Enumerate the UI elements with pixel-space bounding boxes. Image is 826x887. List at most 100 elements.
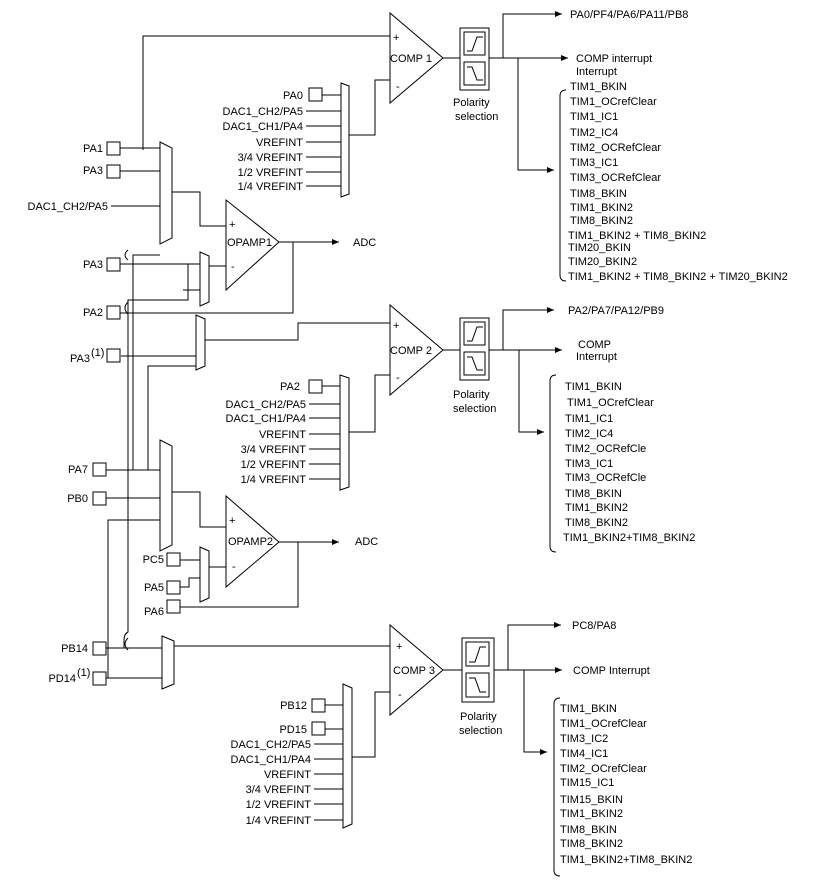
opamp2-pin-label-pb0: PB0 xyxy=(67,493,88,505)
comp3-timer-brace xyxy=(553,697,561,877)
comp3-tim-3: TIM4_IC1 xyxy=(560,748,608,760)
comp3-pin-box-pd15[interactable] xyxy=(311,721,326,736)
opamp1-minus-mux xyxy=(199,251,210,307)
comp2-pin-box-pa3[interactable] xyxy=(106,348,121,363)
comp1-rising-edge-icon xyxy=(467,36,483,52)
comp2-minus-sign: - xyxy=(396,372,400,384)
opamp1-adc-label: ADC xyxy=(353,237,376,249)
opamp2-pin-box-pa5[interactable] xyxy=(166,580,181,595)
comp1-tim-12: TIM20_BKIN2 xyxy=(568,256,637,268)
comp2-polarity-label-2: selection xyxy=(453,403,496,415)
wire-pa7-comp2 xyxy=(147,365,196,470)
comp3-plus-sign: + xyxy=(396,641,402,653)
comp3-inm-label-2: DAC1_CH2/PA5 xyxy=(231,739,312,751)
opamp2-pin-box-pa7[interactable] xyxy=(92,462,107,477)
comp2-plus-wire xyxy=(205,322,390,341)
opamp2-pin-label-pa6: PA6 xyxy=(144,606,164,618)
comp3-pin-box-pd14[interactable] xyxy=(92,671,107,686)
comp3-symbol xyxy=(389,623,444,717)
wire-pd14-up xyxy=(107,519,160,678)
opamp2-pin-box-pb0[interactable] xyxy=(92,491,107,506)
comp3-rising-edge-icon xyxy=(469,646,486,663)
comp2-interrupt-label-1: COMP xyxy=(578,339,611,351)
wire-crossover-2 xyxy=(124,301,129,315)
comp2-tim-8: TIM1_BKIN2 xyxy=(565,502,628,514)
opamp2-section: PA7 PB0 PC5 PA5 PA6 + - OPAMP2 ADC xyxy=(67,439,378,618)
opamp2-minus-mux xyxy=(199,546,210,603)
opamp1-pin-box-pa1[interactable] xyxy=(106,141,121,156)
opamp2-plus-sign: + xyxy=(229,515,235,527)
comp2-tim-2: TIM1_IC1 xyxy=(565,413,613,425)
opamp1-pin-label-pa2: PA2 xyxy=(83,307,103,319)
comp1-pin-output-arrow xyxy=(502,11,562,58)
comp3-tim-2: TIM3_IC2 xyxy=(560,733,608,745)
comp2-symbol xyxy=(389,303,444,397)
comp2-minus-mux xyxy=(339,374,350,491)
comp1-polarity-block xyxy=(459,27,490,91)
opamp1-symbol xyxy=(225,198,280,292)
comp1-minus-sign: - xyxy=(396,81,400,93)
comp1-output-pins: PA0/PF4/PA6/PA11/PB8 xyxy=(570,9,688,21)
comp3-pin-box-pb12[interactable] xyxy=(311,698,326,713)
opamp1-section: PA1 PA3 DAC1_CH2/PA5 PA3 PA2 + - OPAMP1 xyxy=(28,141,376,320)
comp2-interrupt-label-2: Interrupt xyxy=(576,351,617,363)
opamp2-wire-pa6-feedback xyxy=(180,542,299,608)
comp1-tim-8: TIM1_BKIN2 xyxy=(570,202,633,214)
comp2-pin-box-pa2[interactable] xyxy=(308,379,323,394)
comp1-minus-wire xyxy=(345,79,390,136)
comp2-section: + - COMP 2 PA3 (1) PA2 DAC1_CH2/PA5 DAC1… xyxy=(70,303,695,553)
comp2-tim-5: TIM3_IC1 xyxy=(565,458,613,470)
comp2-plus-mux xyxy=(195,314,206,371)
comp2-inm-label-4: 3/4 VREFINT xyxy=(241,444,307,456)
comp3-minus-mux xyxy=(342,683,353,829)
comp2-timer-arrow xyxy=(518,350,544,435)
comp1-inm-label-0: PA0 xyxy=(283,90,303,102)
comp1-timer-arrow xyxy=(517,58,554,173)
comp2-inm-label-3: VREFINT xyxy=(259,429,306,441)
comp3-minus-wire xyxy=(352,691,390,758)
comp1-interrupt-label-1: COMP interrupt xyxy=(576,53,652,65)
comp2-inm-label-1: DAC1_CH2/PA5 xyxy=(226,399,307,411)
comp1-polarity-label-2: selection xyxy=(455,111,498,123)
opamp1-pin-box-pa2[interactable] xyxy=(106,305,121,320)
comp1-tim-2: TIM1_IC1 xyxy=(570,111,618,123)
opamp2-input-pins: PA7 PB0 PC5 PA5 PA6 xyxy=(67,462,299,618)
comp3-pin-box-pb14[interactable] xyxy=(92,641,107,656)
opamp1-minus-sign: - xyxy=(231,261,235,273)
comp2-polarity-label-1: Polarity xyxy=(453,389,490,401)
comp3-tim-7: TIM1_BKIN2 xyxy=(560,808,623,820)
opamp1-pin-label-pa3a: PA3 xyxy=(83,165,103,177)
opamp2-pin-label-pc5: PC5 xyxy=(143,554,164,566)
comp1-tim-7: TIM8_BKIN xyxy=(570,188,627,200)
comp3-inm-label-5: 3/4 VREFINT xyxy=(246,784,312,796)
comp1-tim-6: TIM3_OCRefClear xyxy=(570,172,661,184)
opamp1-pin-label-pa1: PA1 xyxy=(83,143,103,155)
comp1-minus-inputs: PA0 DAC1_CH2/PA5 DAC1_CH1/PA4 VREFINT 3/… xyxy=(223,87,341,193)
comp1-pin-box-pa0[interactable] xyxy=(308,87,323,102)
opamp2-plus-mux xyxy=(159,439,173,552)
opamp1-input-pins: PA1 PA3 DAC1_CH2/PA5 PA3 PA2 xyxy=(28,141,294,320)
opamp1-pin-box-pa3a[interactable] xyxy=(106,164,121,179)
opamp2-pin-box-pa6[interactable] xyxy=(166,599,181,614)
comp3-minus-inputs: PB12 PD15 DAC1_CH2/PA5 DAC1_CH1/PA4 VREF… xyxy=(231,698,343,827)
comp1-interrupt-label-2: Interrupt xyxy=(576,66,617,78)
opamp2-symbol xyxy=(225,494,280,589)
comp2-minus-wire xyxy=(346,374,390,433)
opamp1-plus-mux xyxy=(159,141,173,245)
opamp2-pin-label-pa7: PA7 xyxy=(68,464,88,476)
comp3-timer-list: TIM1_BKIN TIM1_OCrefClear TIM3_IC2 TIM4_… xyxy=(560,703,692,866)
opamp2-minus-sign: - xyxy=(232,561,236,573)
comp2-minus-inputs: PA2 DAC1_CH2/PA5 DAC1_CH1/PA4 VREFINT 3/… xyxy=(226,379,340,486)
opamp1-plus-sign: + xyxy=(229,219,235,231)
comp3-inp-note: (1) xyxy=(77,667,90,679)
comp3-tim-9: TIM8_BKIN2 xyxy=(560,838,623,850)
opamp2-pin-box-pc5[interactable] xyxy=(166,552,181,567)
opamp2-adc-label: ADC xyxy=(355,536,378,548)
comp1-timer-brace xyxy=(559,89,567,282)
comp2-tim-3: TIM2_IC4 xyxy=(565,428,613,440)
comp1-tim-3: TIM2_IC4 xyxy=(570,127,618,139)
opamp1-pin-box-pa3b[interactable] xyxy=(106,257,121,272)
comp2-output-pins: PA2/PA7/PA12/PB9 xyxy=(568,305,664,317)
comp1-tim-13: TIM1_BKIN2 + TIM8_BKIN2 + TIM20_BKIN2 xyxy=(568,271,788,283)
